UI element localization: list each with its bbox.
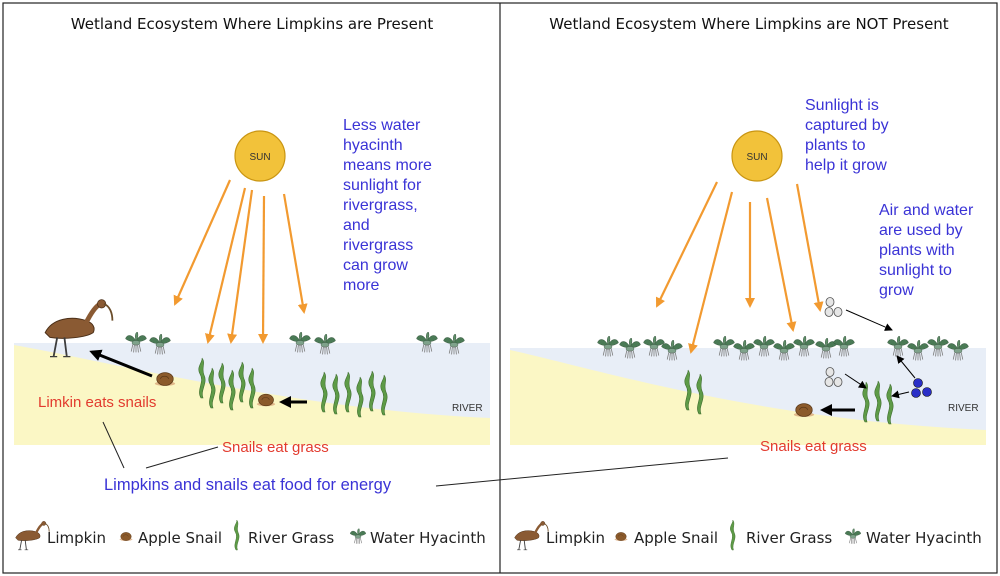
right-sun-label: SUN bbox=[746, 152, 767, 163]
right-river-label: RIVER bbox=[948, 403, 979, 414]
left-sunlight-note: Less water hyacinth means more sunlight … bbox=[343, 117, 436, 294]
left-legend: Limpkin Apple Snail River Grass Water Hy… bbox=[14, 519, 486, 552]
energy-connector-line-right bbox=[435, 457, 729, 487]
legend-water-hyacinth: Water Hyacinth bbox=[866, 529, 982, 547]
river-grass-icon bbox=[730, 519, 736, 551]
legend-apple-snail: Apple Snail bbox=[138, 529, 222, 547]
left-river-label: RIVER bbox=[452, 403, 483, 414]
water-to-plant-arrow bbox=[896, 355, 916, 379]
left-sun-icon bbox=[234, 130, 286, 182]
air-molecule-icon bbox=[824, 297, 843, 317]
legend-limpkin: Limpkin bbox=[546, 529, 605, 547]
energy-connector-line bbox=[102, 421, 125, 469]
river-grass-icon bbox=[234, 519, 240, 551]
right-snails-eat-grass-label: Snails eat grass bbox=[760, 438, 867, 455]
legend-limpkin: Limpkin bbox=[47, 529, 106, 547]
left-panel: Wetland Ecosystem Where Limpkins are Pre… bbox=[14, 15, 490, 494]
limpkin-icon bbox=[513, 520, 550, 552]
legend-river-grass: River Grass bbox=[746, 529, 832, 547]
right-panel: Wetland Ecosystem Where Limpkins are NOT… bbox=[510, 15, 986, 455]
water-molecule-icon bbox=[911, 378, 932, 398]
right-air-water-note: Air and water are used by plants with su… bbox=[879, 202, 978, 299]
snail-to-limpkin-arrow bbox=[89, 349, 153, 378]
right-panel-title: Wetland Ecosystem Where Limpkins are NOT… bbox=[549, 15, 949, 33]
energy-connector-line bbox=[145, 446, 219, 469]
apple-snail-icon bbox=[119, 532, 133, 542]
right-legend: Limpkin Apple Snail River Grass Water Hy… bbox=[513, 519, 982, 552]
legend-river-grass: River Grass bbox=[248, 529, 334, 547]
apple-snail-icon bbox=[614, 532, 628, 542]
left-snails-eat-grass-label: Snails eat grass bbox=[222, 439, 329, 456]
water-hyacinth-icon bbox=[349, 528, 367, 545]
right-sun-icon bbox=[731, 130, 783, 182]
left-sun-rays bbox=[173, 179, 308, 344]
legend-apple-snail: Apple Snail bbox=[634, 529, 718, 547]
air-to-plant-arrow bbox=[845, 309, 893, 331]
air-to-grass-arrow bbox=[844, 373, 867, 389]
limpkin-eats-snails-label: Limkin eats snails bbox=[38, 394, 156, 411]
left-sun-label: SUN bbox=[249, 152, 270, 163]
left-panel-title: Wetland Ecosystem Where Limpkins are Pre… bbox=[71, 15, 434, 33]
right-sunlight-note: Sunlight is captured by plants to help i… bbox=[805, 97, 893, 174]
right-sun-rays bbox=[655, 181, 824, 354]
water-to-grass-arrow bbox=[891, 390, 910, 399]
limpkin-icon bbox=[14, 520, 51, 552]
water-hyacinth-icon bbox=[844, 528, 862, 545]
air-molecule-icon bbox=[824, 367, 843, 387]
legend-water-hyacinth: Water Hyacinth bbox=[370, 529, 486, 547]
energy-note: Limpkins and snails eat food for energy bbox=[104, 476, 392, 494]
